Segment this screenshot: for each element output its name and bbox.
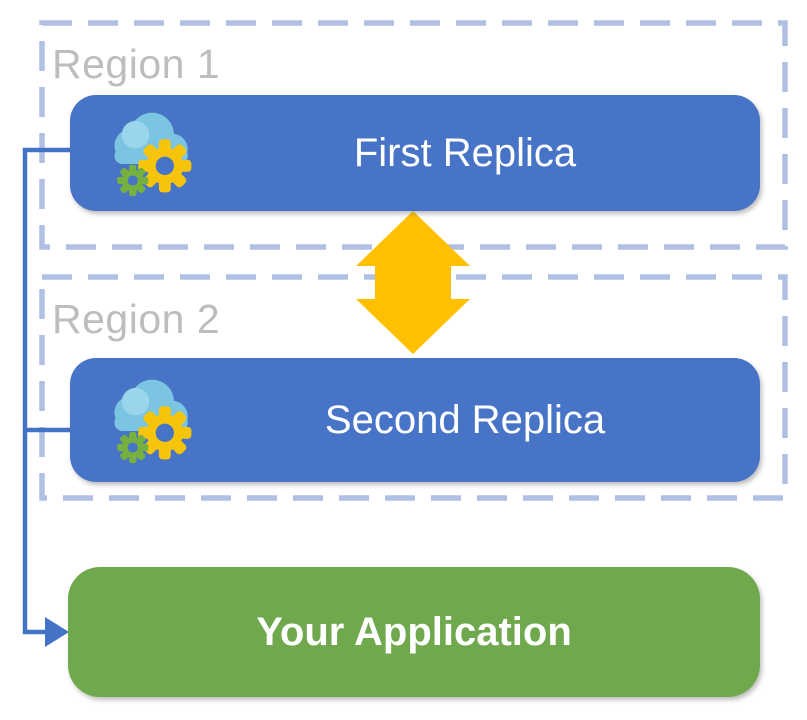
your-application-label: Your Application: [256, 609, 572, 654]
first-replica-box: First Replica: [70, 95, 760, 211]
region-2-label: Region 2: [52, 296, 221, 342]
app-connector-arrowhead-icon: [45, 617, 69, 647]
sync-double-arrow-icon: [356, 211, 470, 354]
cloud-gears-icon: [114, 379, 192, 464]
region-1-label: Region 1: [52, 41, 221, 87]
first-replica-label: First Replica: [353, 130, 577, 175]
app-connector-line: [22, 147, 70, 635]
your-application-box: Your Application: [68, 567, 760, 697]
second-replica-label: Second Replica: [324, 397, 606, 442]
second-replica-box: Second Replica: [70, 358, 760, 482]
cloud-gears-icon: [114, 112, 192, 197]
